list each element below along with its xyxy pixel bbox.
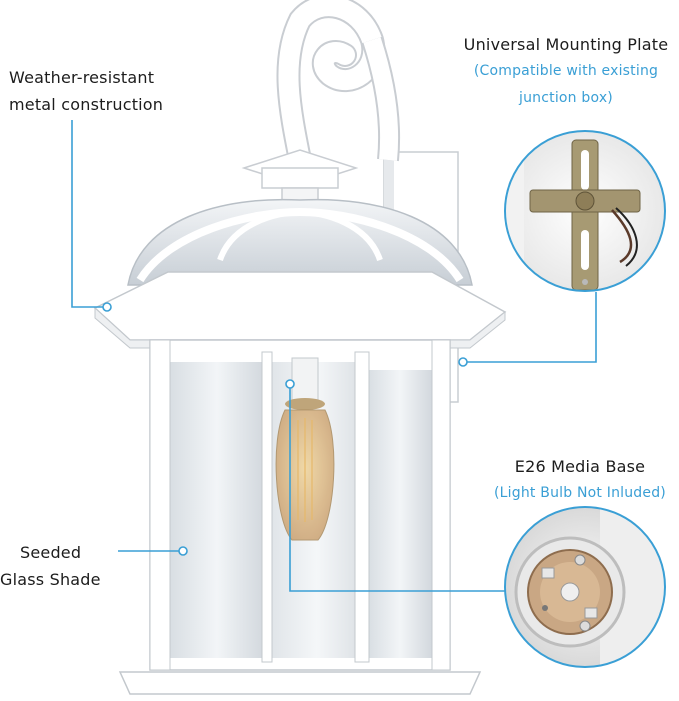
roof-tray [93, 271, 507, 349]
scroll-arm [276, 0, 401, 172]
callout-lines [71, 120, 597, 592]
media-base-title: E26 Media Base [514, 457, 646, 476]
metal-construction-callout: Weather-resistant metal construction [9, 64, 163, 118]
metal-callout-line2: metal construction [9, 95, 164, 114]
mounting-plate-sub1: (Compatible with existing [473, 63, 659, 79]
media-base-sub: (Light Bulb Not Inluded) [494, 485, 666, 501]
callout-dots [102, 302, 468, 556]
mounting-plate-title: Universal Mounting Plate [463, 35, 669, 54]
glass-dome [127, 198, 473, 286]
socket-detail [504, 506, 666, 668]
mounting-plate-callout: Universal Mounting Plate (Compatible wit… [452, 31, 679, 112]
media-base-callout: E26 Media Base (Light Bulb Not Inluded) [480, 453, 679, 507]
mounting-plate-sub2: junction box) [519, 90, 613, 106]
glass-callout-line1: Seeded [20, 543, 82, 562]
lantern-base [118, 671, 482, 695]
top-cap [241, 149, 359, 211]
mounting-plate-detail [504, 130, 666, 292]
metal-callout-line1: Weather-resistant [9, 68, 155, 87]
glass-shade-callout: Seeded Glass Shade [0, 539, 140, 593]
glass-callout-line2: Glass Shade [0, 570, 101, 589]
